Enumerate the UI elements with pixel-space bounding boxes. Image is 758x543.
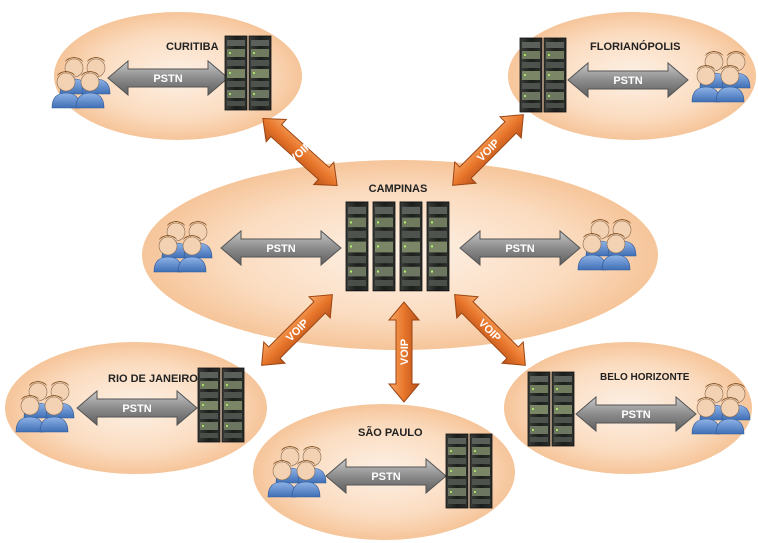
site-label-florianopolis: FLORIANÓPOLIS [590,40,680,53]
pstn-link-campinas-right: PSTN [459,230,581,266]
pstn-link-belo: PSTN [575,396,697,432]
site-label-rio: RIO DE JANEIRO [108,373,198,385]
voip-link-curitiba: VOIP [252,106,348,198]
pstn-link-campinas-left: PSTN [220,230,342,266]
pstn-link-florianopolis: PSTN [567,62,689,98]
pstn-label: PSTN [122,403,151,415]
voip-label: VOIP [399,339,411,365]
site-label-belo: BELO HORIZONTE [600,372,690,383]
pstn-link-curitiba: PSTN [107,60,229,96]
pstn-label: PSTN [505,243,534,255]
pstn-link-rio: PSTN [76,390,198,426]
pstn-label: PSTN [266,243,295,255]
pstn-label: PSTN [153,73,182,85]
site-label-campinas: CAMPINAS [369,183,428,195]
voip-link-saopaulo: VOIP [388,301,420,403]
site-label-saopaulo: SÃO PAULO [358,426,423,439]
pstn-label: PSTN [613,75,642,87]
site-label-curitiba: CURITIBA [166,41,219,53]
pstn-link-saopaulo: PSTN [325,458,447,494]
pstn-label: PSTN [621,409,650,421]
pstn-label: PSTN [371,471,400,483]
